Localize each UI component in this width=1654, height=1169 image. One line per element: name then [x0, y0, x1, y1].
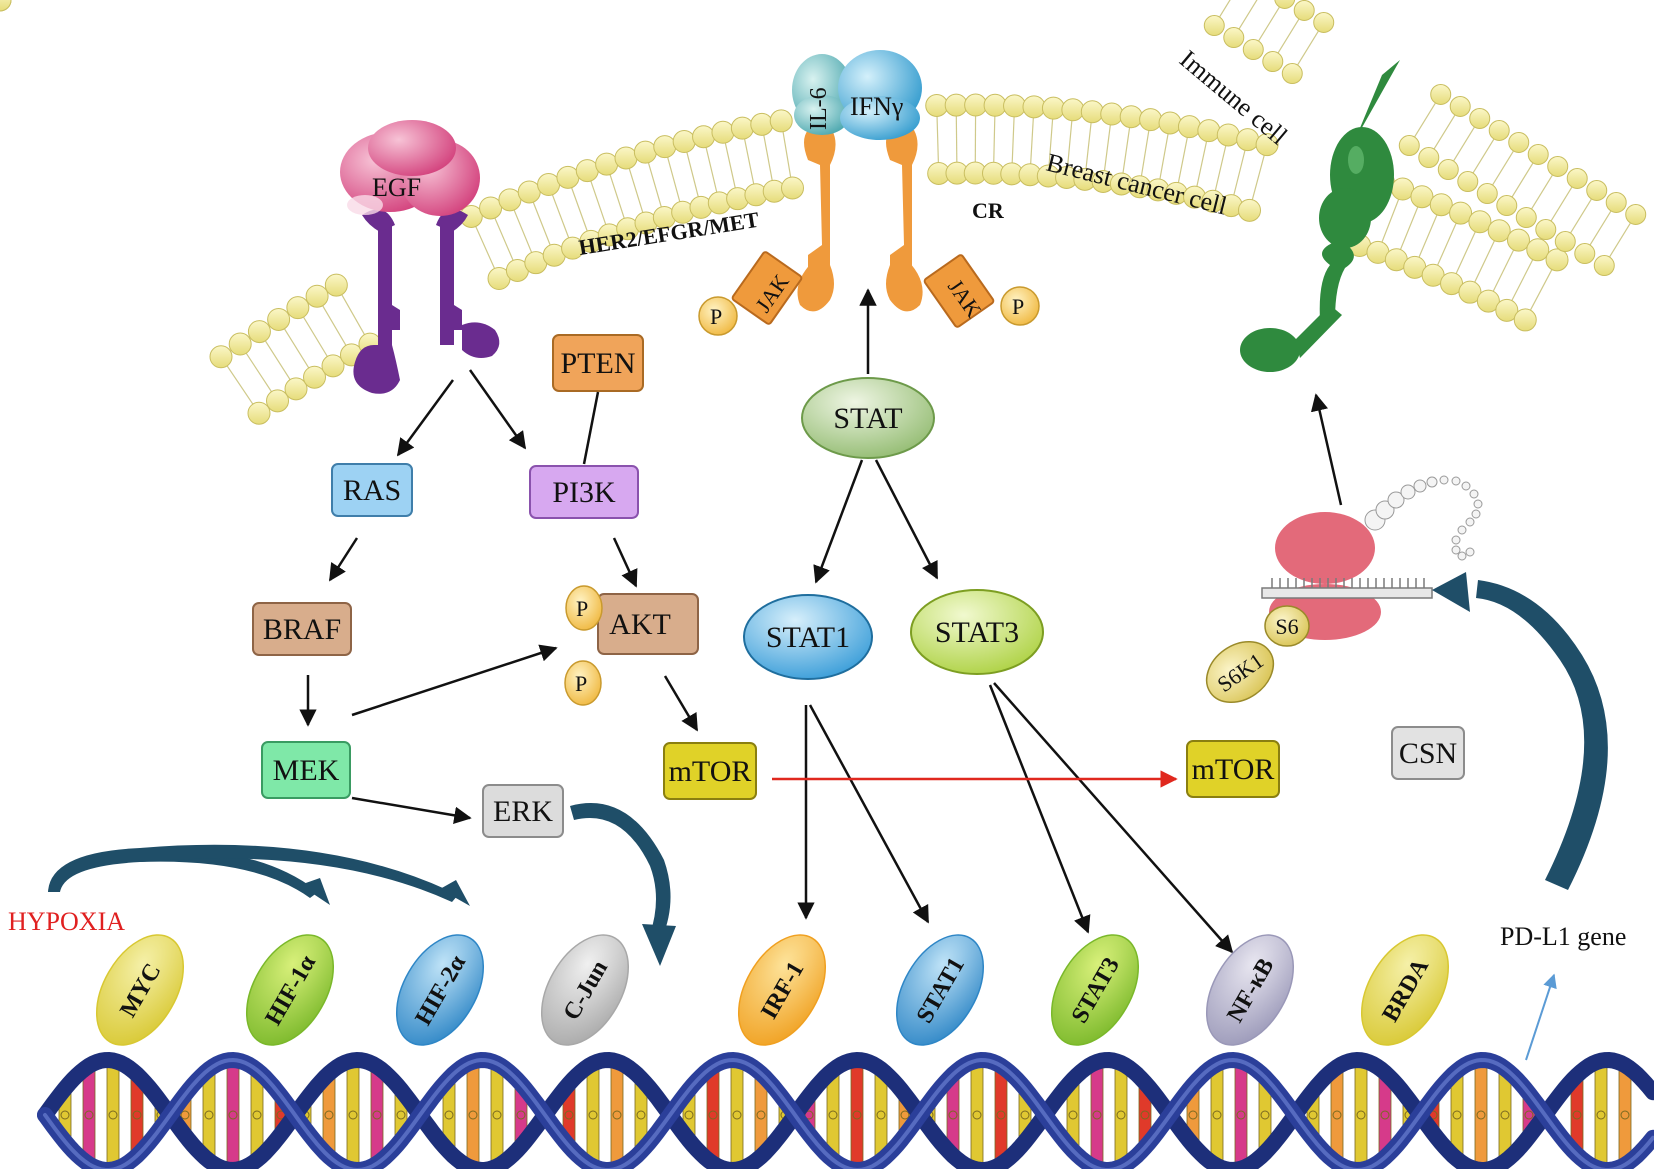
il6-label: IL-6 [806, 87, 832, 130]
curved-arrow-hypoxia-hif2a [140, 844, 458, 902]
hypoxia-label: HYPOXIA [8, 907, 125, 936]
braf-label: BRAF [263, 613, 341, 646]
stat3-label: STAT3 [935, 616, 1019, 649]
pten-label: PTEN [561, 347, 636, 380]
arrowhead-hif2a [440, 880, 470, 906]
arrow-mek-to-akt [351, 644, 558, 717]
tf-stat3: STAT3 [1050, 934, 1140, 1046]
arrow-akt-to-mtor [663, 675, 699, 732]
phospho-jak-right: P [1000, 286, 1040, 326]
arrow-stat-to-stat3 [874, 459, 939, 580]
arrow-egfr-to-pi3k [468, 369, 527, 450]
tf-myc: MYC [95, 934, 185, 1046]
akt-label: AKT [609, 608, 671, 641]
curved-arrows [48, 572, 1608, 966]
pathway-arrows [299, 288, 1343, 954]
p-label: P [710, 304, 722, 329]
tf-hif-1-: HIF-1α [245, 934, 335, 1046]
cytokine-receptor [797, 130, 923, 312]
tf-brda: BRDA [1360, 934, 1450, 1046]
il6-ligand: IL-6 [792, 54, 852, 135]
pten-node: PTEN [552, 334, 644, 392]
mek-node: MEK [261, 741, 351, 799]
arrow-stat3-to-stat3-tf [988, 684, 1091, 934]
phospho-akt-top: P [565, 585, 603, 631]
cell-membrane-bilayer [0, 0, 1569, 425]
tf-nf-b: NF-κB [1205, 934, 1295, 1046]
arrow-stat1-to-stat1-tf [808, 704, 930, 924]
s6-label: S6 [1275, 614, 1298, 639]
erk-label: ERK [493, 795, 553, 828]
ras-label: RAS [343, 474, 401, 507]
egf-receptor [353, 209, 500, 394]
s6-protein: S6 [1264, 605, 1310, 647]
stat-label: STAT [833, 402, 902, 435]
erk-node: ERK [482, 784, 564, 838]
tf-hif-2-: HIF-2α [395, 934, 485, 1046]
ifng-ligand: IFNγ [838, 50, 922, 140]
stat3-node: STAT3 [910, 589, 1044, 675]
jak-right: JAK [923, 254, 995, 328]
tf-stat1: STAT1 [895, 934, 985, 1046]
arrow-egfr-to-ras [396, 379, 455, 457]
stat1-label: STAT1 [766, 621, 850, 654]
arrow-ribosome-to-pd1 [1310, 393, 1343, 506]
phospho-jak-left: P [698, 296, 738, 336]
egf-ligand: EGF [340, 120, 480, 216]
cr-label: CR [972, 198, 1005, 223]
arrow-pdl1-gene-up [1525, 973, 1557, 1061]
tf-irf-1: IRF-1 [737, 934, 827, 1046]
akt-node: AKT [597, 593, 699, 655]
curved-arrow-erk-cjun [570, 803, 671, 938]
mtor-label: mTOR [1192, 753, 1275, 786]
braf-node: BRAF [252, 602, 352, 656]
pdl1-gene-label: PD-L1 gene [1500, 922, 1626, 951]
curved-arrow-hypoxia-hif1a [48, 847, 318, 898]
s6k1-protein: S6K1 [1205, 640, 1275, 704]
stat-node: STAT [801, 377, 935, 459]
arrow-pi3k-to-akt [612, 537, 638, 588]
egf-label: EGF [372, 173, 421, 202]
p-label: P [1012, 294, 1024, 319]
arrowhead-hif1a [300, 878, 330, 905]
mtor-label: mTOR [669, 755, 752, 788]
phospho-akt-bottom: P [564, 660, 602, 706]
mek-label: MEK [273, 754, 340, 787]
line-pten-to-pi3k [582, 391, 600, 465]
arrow-stat-to-stat1 [813, 459, 864, 584]
mtor-node-right: mTOR [1186, 740, 1280, 798]
mtor-node-left: mTOR [663, 742, 757, 800]
dna-double-helix [37, 1051, 1654, 1169]
transcription-factors: MYC HIF-1α HIF-2α C-Jun IRF-1 STAT1 STAT3 NF-κB… [95, 934, 1450, 1046]
arrowhead-cjun [642, 924, 676, 966]
ras-node: RAS [331, 463, 413, 517]
csn-node: CSN [1391, 726, 1465, 780]
arrow-stat3-to-nfkb [993, 682, 1234, 954]
pi3k-node: PI3K [529, 465, 639, 519]
tf-c-jun: C-Jun [540, 934, 630, 1046]
ifng-label: IFNγ [850, 92, 903, 121]
jak-left: JAK [731, 251, 803, 325]
curved-arrow-pdl1-ribosome [1476, 580, 1608, 890]
p-label: P [575, 671, 587, 696]
stat1-node: STAT1 [743, 594, 873, 680]
immune-cell-membrane [1203, 0, 1647, 277]
pd1-receptor [1240, 60, 1400, 372]
csn-label: CSN [1399, 737, 1457, 770]
arrowhead-ribosome [1432, 572, 1470, 612]
arrow-ras-to-braf [328, 537, 359, 582]
arrow-mek-to-erk [351, 796, 472, 824]
pi3k-label: PI3K [552, 476, 616, 509]
p-label: P [576, 596, 588, 621]
